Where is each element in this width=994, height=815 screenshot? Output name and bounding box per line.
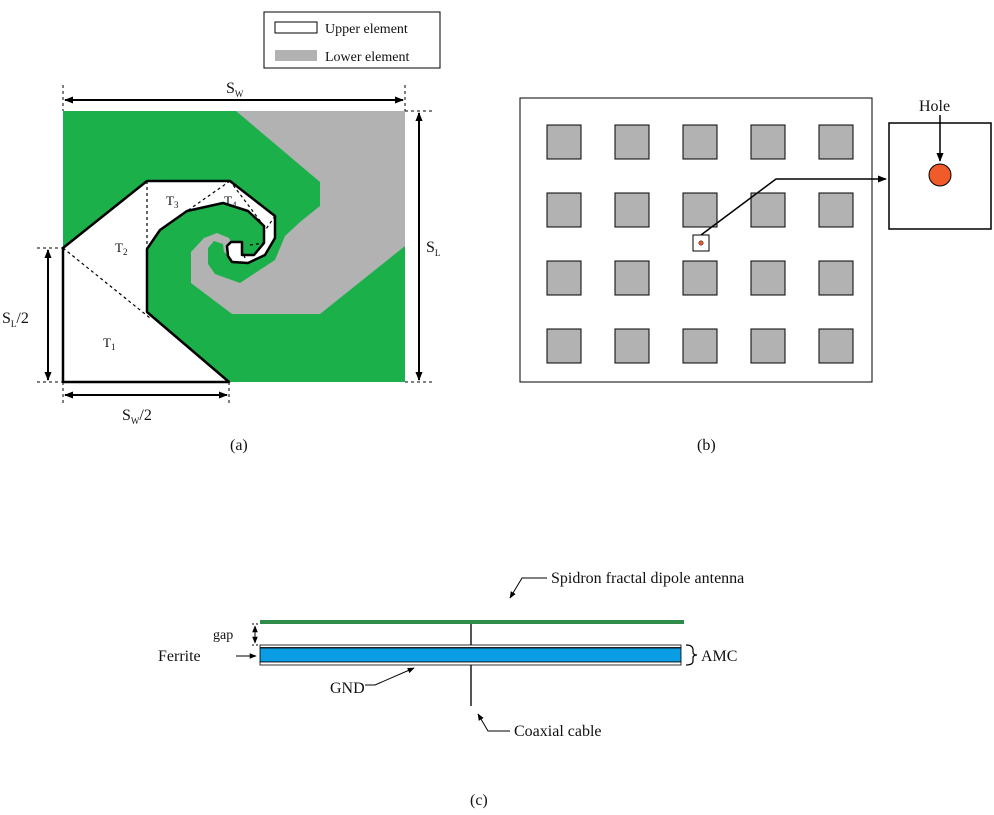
triangle-labels: T1 T2 T3 T4 (103, 193, 237, 352)
legend-swatch-upper (274, 21, 318, 34)
legend-upper-label: Upper element (325, 22, 408, 37)
via-hole-small (698, 240, 704, 246)
gray-lower-element (191, 111, 405, 314)
triangle-label-t3: T3 (166, 193, 179, 210)
panel-c: gap Ferrite AMC GND Spidron fractal dipo… (158, 570, 744, 809)
amc-patch (818, 328, 854, 364)
gnd-label: GND (330, 680, 365, 697)
triangle-label-t4: T4 (224, 193, 237, 210)
antenna-layer (260, 620, 684, 624)
amc-brace (685, 644, 698, 666)
amc-top-layer (259, 644, 682, 648)
panel-a: Upper element Lower element T1 T2 T3 T4 (2, 11, 441, 454)
dimension-extension-lines (37, 85, 433, 405)
hole-zoomed (928, 163, 952, 187)
amc-patch (614, 192, 650, 228)
antenna-arrow (509, 577, 547, 599)
amc-patch (682, 124, 718, 160)
amc-patch (818, 260, 854, 296)
sl-half-label: SL/2 (2, 310, 29, 329)
caption-b: (b) (697, 437, 716, 454)
gnd-layer (259, 661, 682, 666)
amc-patch (546, 328, 582, 364)
amc-patch (750, 124, 786, 160)
panel-b: Hole (b) (519, 97, 992, 454)
triangle-subdivision-lines (62, 180, 276, 319)
hole-label: Hole (919, 98, 950, 115)
antenna-label: Spidron fractal dipole antenna (551, 570, 744, 587)
patch-grid (546, 124, 854, 364)
coax-arrow (477, 713, 510, 732)
zoom-connector (700, 175, 887, 236)
gap-label: gap (213, 628, 233, 643)
amc-patch (614, 124, 650, 160)
amc-patch (682, 260, 718, 296)
amc-label: AMC (701, 648, 737, 665)
dimension-arrows (44, 96, 423, 399)
coax-label: Coaxial cable (514, 723, 602, 740)
amc-patch (614, 260, 650, 296)
ferrite-label: Ferrite (158, 648, 201, 665)
amc-patch (546, 260, 582, 296)
triangle-label-t2: T2 (115, 240, 127, 257)
amc-patch (750, 328, 786, 364)
legend-swatch-lower (275, 50, 317, 61)
amc-patch (546, 124, 582, 160)
legend: Upper element Lower element (263, 11, 441, 69)
amc-patch (682, 328, 718, 364)
caption-c: (c) (470, 792, 488, 809)
caption-a: (a) (230, 437, 248, 454)
amc-patch (818, 124, 854, 160)
legend-lower-label: Lower element (325, 50, 409, 65)
amc-patch (818, 192, 854, 228)
gnd-arrow (365, 667, 415, 686)
sl-label: SL (426, 239, 440, 258)
ferrite-layer (259, 647, 682, 663)
sw-half-label: SW/2 (122, 407, 152, 426)
triangle-label-t1: T1 (103, 335, 115, 352)
amc-patch (682, 192, 718, 228)
amc-patch (750, 192, 786, 228)
sw-label: SW (226, 80, 244, 99)
amc-patch (614, 328, 650, 364)
amc-patch (750, 260, 786, 296)
amc-patch (546, 192, 582, 228)
